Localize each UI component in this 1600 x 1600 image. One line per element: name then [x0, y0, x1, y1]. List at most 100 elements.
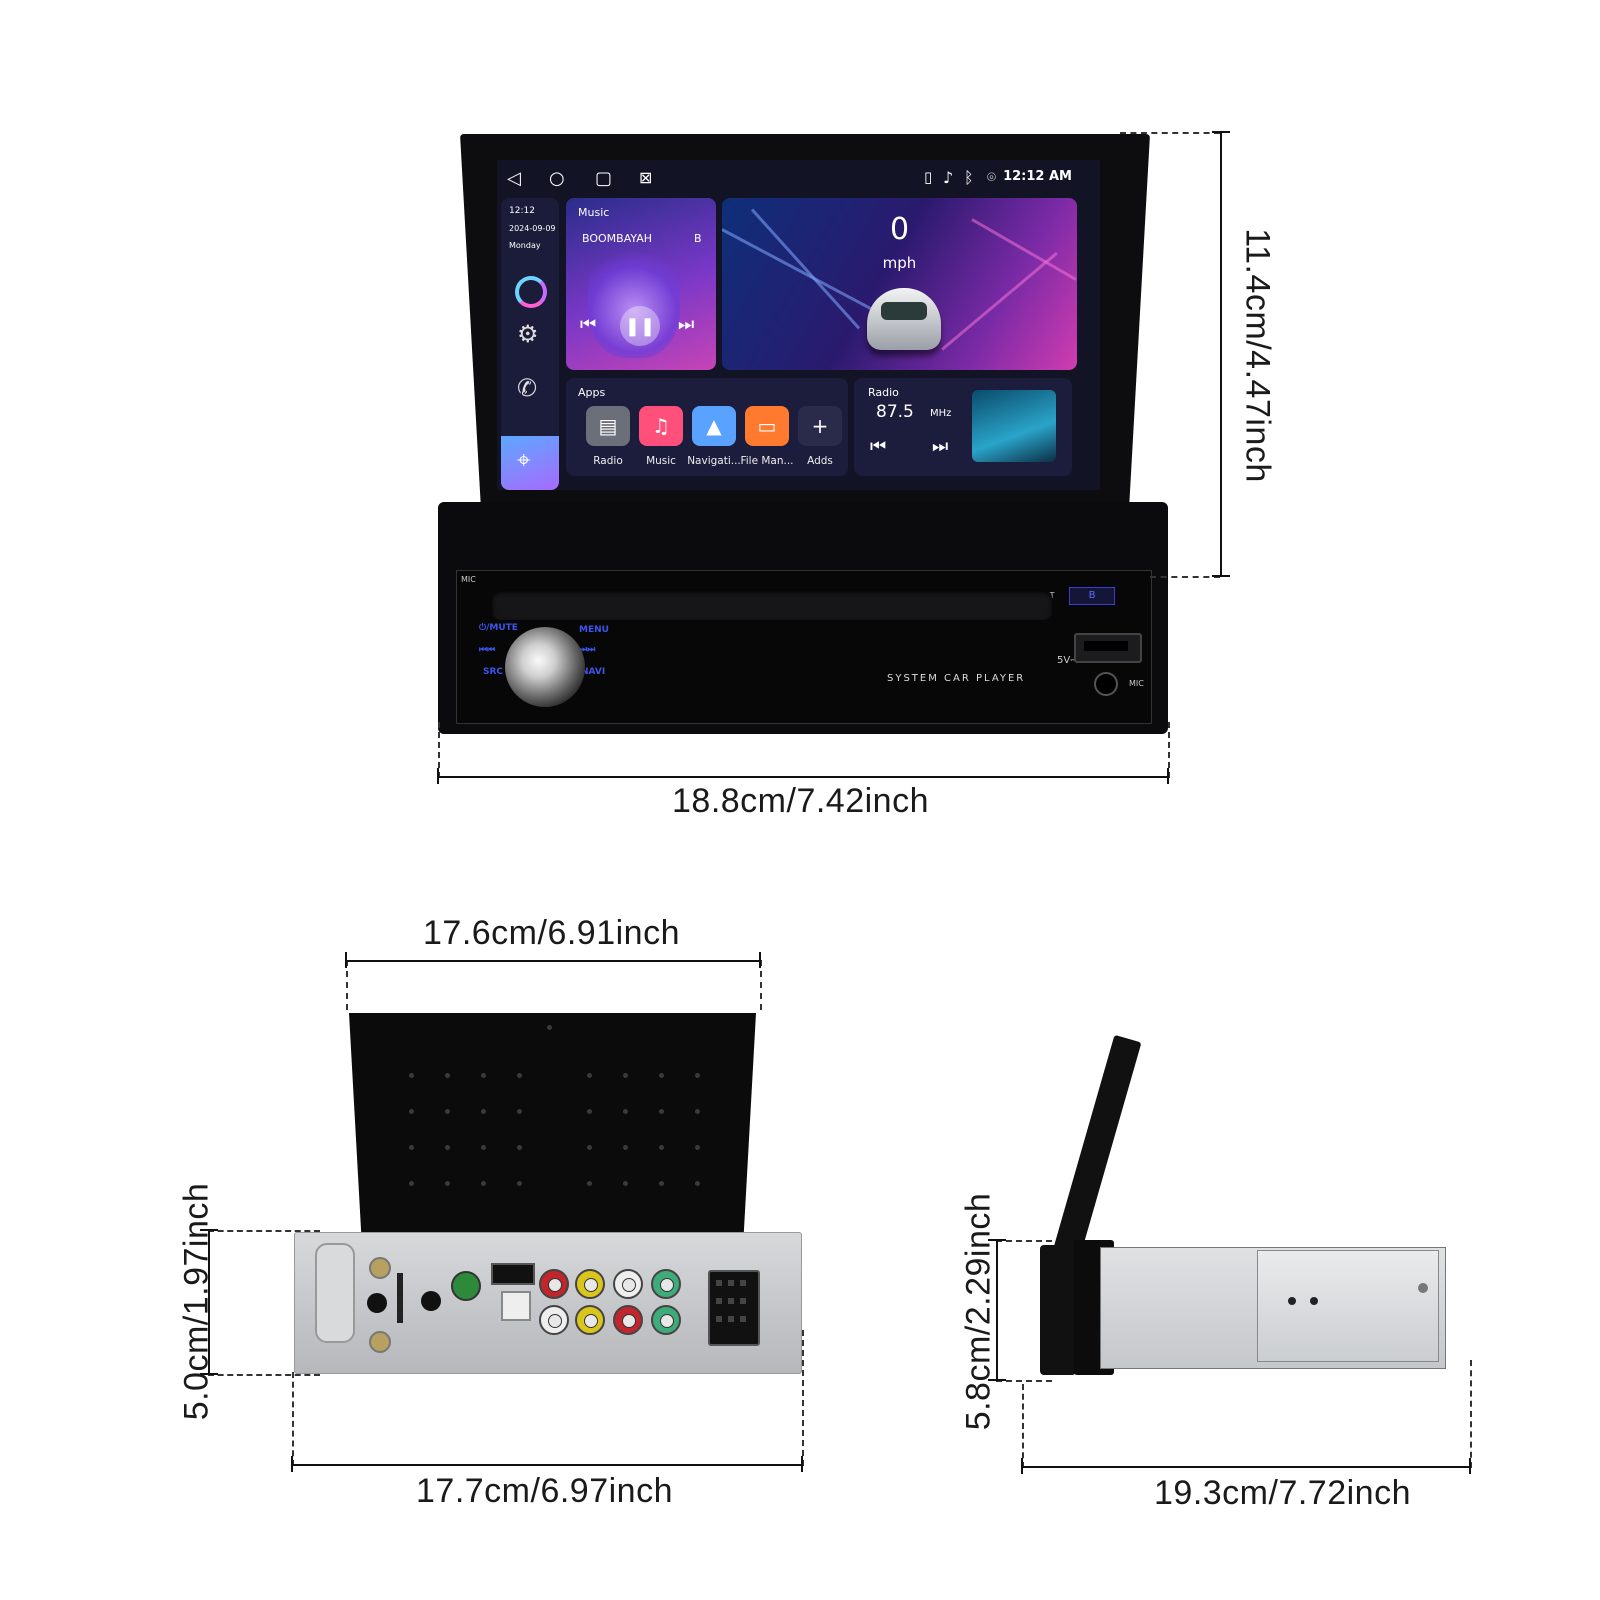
dim-guide: [292, 1372, 294, 1466]
radio-widget[interactable]: Radio 87.5 MHz ⏮ ⏭: [854, 378, 1072, 476]
dim-tick: [1212, 131, 1230, 133]
chassis-screw: [1418, 1283, 1428, 1293]
side-depth-label: 19.3cm/7.72inch: [1154, 1474, 1411, 1512]
recent-apps-icon[interactable]: ▢: [595, 168, 613, 189]
vent-dot: [659, 1109, 664, 1114]
map-tile[interactable]: ⌖: [501, 436, 559, 490]
pause-icon[interactable]: ❚❚: [620, 306, 660, 346]
iso-pin: [740, 1280, 746, 1286]
bluetooth-phone-icon[interactable]: ✆: [517, 374, 538, 402]
next-icon[interactable]: ⏭: [678, 314, 695, 334]
gear-icon[interactable]: ⚙: [517, 320, 539, 348]
vent-dot: [517, 1073, 522, 1078]
touch-screen[interactable]: ◁ ○ ▢ ⊠ ▯ ♪ ᛒ ⌾ 12:12 AM 12:12 2024-09-0…: [497, 160, 1100, 490]
camera-input: [451, 1271, 481, 1301]
navigation-app-icon[interactable]: ▲: [692, 406, 736, 446]
status-bar: ◁ ○ ▢ ⊠ ▯ ♪ ᛒ ⌾ 12:12 AM: [497, 160, 1100, 196]
iso-pin: [716, 1298, 722, 1304]
vent-dot: [695, 1109, 700, 1114]
back-icon[interactable]: ◁: [507, 168, 521, 189]
iso-pin: [728, 1298, 734, 1304]
side-height-label: 5.8cm/2.29inch: [959, 1192, 998, 1431]
rear-height-label: 5.0cm/1.97inch: [177, 1182, 216, 1421]
iso-connector: [708, 1270, 760, 1346]
app-label-file-manager: File Man...: [740, 455, 794, 467]
radio-previous-icon[interactable]: ⏮: [870, 436, 887, 456]
vent-dot: [409, 1145, 414, 1150]
antenna-port-2: [369, 1331, 391, 1353]
sidebar-weekday: Monday: [509, 241, 541, 250]
dim-guide: [208, 1374, 320, 1376]
music-widget[interactable]: Music BOOMBAYAH B ⏮ ❚❚ ⏭: [566, 198, 716, 370]
app-label-radio: Radio: [593, 455, 623, 467]
bluetooth-badge: B: [1069, 587, 1115, 605]
radio-app-icon[interactable]: ▤: [586, 406, 630, 446]
vent-dot: [587, 1145, 592, 1150]
music-track: BOOMBAYAH: [582, 232, 653, 245]
previous-icon[interactable]: ⏮: [580, 314, 597, 334]
front-width-label: 18.8cm/7.42inch: [672, 782, 929, 820]
status-time: 12:12 AM: [1003, 169, 1072, 184]
dim-tick: [988, 1379, 1006, 1381]
dim-guide: [996, 1240, 1052, 1242]
rca-red-2: [613, 1305, 643, 1335]
radio-frequency: 87.5: [876, 402, 914, 422]
dim-tick: [1469, 1458, 1471, 1474]
vent-dot: [481, 1073, 486, 1078]
vent-dot: [481, 1181, 486, 1186]
app-label-navigation: Navigati...: [687, 455, 741, 467]
src-button[interactable]: SRC: [483, 667, 504, 677]
apps-title: Apps: [578, 386, 606, 399]
app-label-music: Music: [646, 455, 676, 467]
power-mute-button[interactable]: ⏻/MUTE: [479, 623, 518, 633]
iso-pin: [728, 1316, 734, 1322]
vent-dot: [623, 1109, 628, 1114]
dim-tick: [988, 1239, 1006, 1241]
music-title: Music: [578, 206, 610, 219]
menu-button[interactable]: MENU: [579, 625, 609, 635]
brand-label: SYSTEM CAR PLAYER: [887, 673, 1026, 684]
music-app-icon[interactable]: ♫: [639, 406, 683, 446]
speedometer-widget[interactable]: 0 mph: [722, 198, 1077, 370]
usb-voltage-label: 5V⎓: [1057, 655, 1079, 666]
rca-yellow: [575, 1269, 605, 1299]
music-track-extra: B: [694, 232, 702, 245]
home-icon[interactable]: ○: [549, 168, 565, 189]
vent-dot: [445, 1181, 450, 1186]
prev-button[interactable]: ⏮⏮: [479, 645, 496, 655]
chassis-hole: [1288, 1297, 1296, 1305]
iso-pin: [740, 1316, 746, 1322]
iso-pin: [716, 1280, 722, 1286]
vent-dot: [695, 1073, 700, 1078]
file-manager-app-icon[interactable]: ▭: [745, 406, 789, 446]
dim-line: [346, 960, 760, 962]
assistant-ring-icon[interactable]: [515, 276, 547, 308]
mic-bottom-label: MIC: [1129, 679, 1144, 688]
dim-line: [438, 776, 1168, 778]
volume-knob[interactable]: [505, 627, 585, 707]
navi-button[interactable]: NAVI: [581, 667, 606, 677]
vent-dot: [623, 1145, 628, 1150]
speed-value: 0: [889, 212, 910, 247]
vent-dot: [409, 1073, 414, 1078]
dim-guide: [208, 1230, 320, 1232]
vent-dot: [587, 1109, 592, 1114]
vent-dot: [659, 1181, 664, 1186]
dim-tick: [345, 952, 347, 968]
radio-next-icon[interactable]: ⏭: [932, 436, 949, 456]
vent-dot: [481, 1109, 486, 1114]
rear-top-width-label: 17.6cm/6.91inch: [423, 914, 680, 952]
rear-screen-back: [349, 1013, 756, 1233]
next-button[interactable]: ⏭⏭: [579, 645, 596, 655]
vent-dot: [659, 1073, 664, 1078]
dim-guide: [996, 1380, 1052, 1382]
radio-artwork: [972, 390, 1056, 462]
dim-line: [292, 1464, 802, 1466]
dim-guide: [1120, 132, 1220, 134]
add-app-icon[interactable]: +: [798, 406, 842, 446]
audio-jack: [421, 1291, 441, 1311]
dim-tick: [200, 1373, 218, 1375]
screen-mirror-icon[interactable]: ⊠: [639, 168, 653, 187]
dim-guide: [1168, 722, 1170, 778]
rear-bottom-width-label: 17.7cm/6.97inch: [416, 1472, 673, 1510]
